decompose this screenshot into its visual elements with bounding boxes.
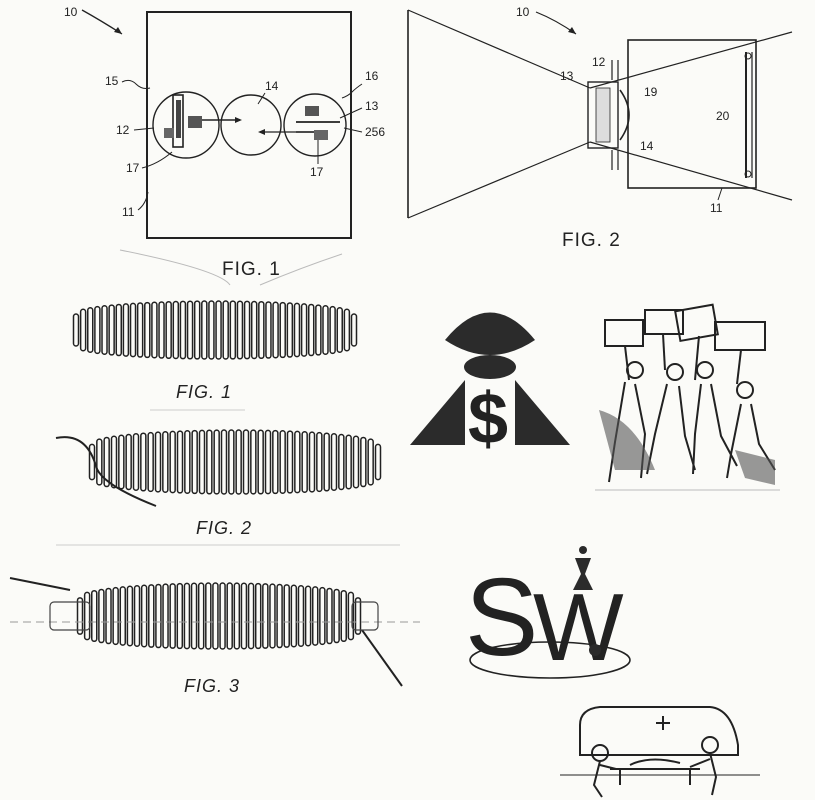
ref-label-17b: 17: [310, 165, 324, 179]
svg-text:$: $: [468, 379, 508, 459]
ref-label-11: 11: [122, 205, 135, 219]
svg-text:S: S: [465, 556, 538, 679]
ref-label-f2-13: 13: [560, 69, 574, 83]
ref-label-14: 14: [265, 79, 279, 93]
ref-label-f2-14: 14: [640, 139, 654, 153]
coil-fig1: [72, 300, 358, 360]
ambulance-stretcher-icon: [560, 706, 760, 798]
fig2-caption-top: FIG. 2: [562, 230, 621, 251]
ref-label-256: 256: [365, 125, 385, 139]
coil-fig3: [76, 582, 362, 650]
sw-monogram-icon: S W: [465, 546, 631, 681]
ref-label-10: 10: [64, 5, 78, 19]
ref-label-f2-11: 11: [710, 201, 723, 215]
ref-label-13: 13: [365, 99, 379, 113]
ref-label-15: 15: [105, 74, 119, 88]
ref-label-f2-12: 12: [592, 55, 606, 69]
fig2-caption-coil: FIG. 2: [196, 518, 253, 538]
coil-figures: [9, 300, 420, 687]
ref-label-f2-19: 19: [644, 85, 658, 99]
patent-fig2-drawing: 10 12 13 19 14 20 11: [407, 5, 793, 219]
fig1-caption-top: FIG. 1: [222, 259, 281, 280]
ref-label-12: 12: [116, 123, 130, 137]
ref-label-17a: 17: [126, 161, 140, 175]
fig1-caption-coil: FIG. 1: [176, 382, 233, 402]
coil-fig2: [88, 429, 382, 495]
ref-label-f2-10: 10: [516, 5, 530, 19]
ref-label-f2-20: 20: [716, 109, 730, 123]
ref-label-16: 16: [365, 69, 379, 83]
patent-fig1-drawing: 10 15 12 14 16 13 256 17 17 11: [64, 5, 385, 286]
svg-text:W: W: [533, 574, 624, 681]
protest-crowd-icon: [595, 303, 780, 491]
eye-dollar-pyramid-icon: $: [410, 312, 570, 459]
fig3-caption-coil: FIG. 3: [184, 676, 241, 696]
